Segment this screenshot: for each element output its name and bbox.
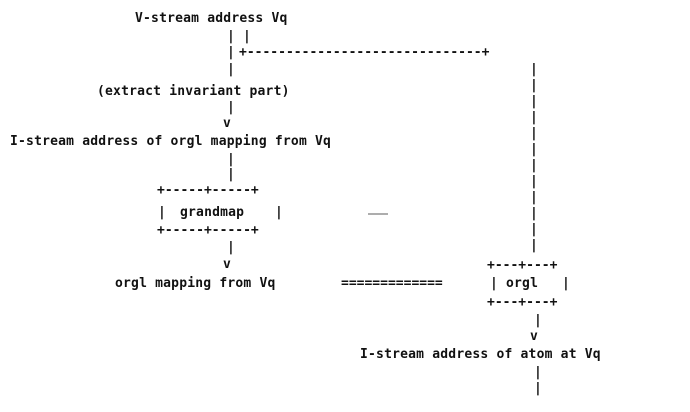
left-pipe-7: | <box>227 240 235 255</box>
scan-smudge <box>368 213 388 215</box>
right-vertical-2: | <box>530 78 538 93</box>
grandmap-box-top: +-----+-----+ <box>157 183 259 198</box>
grandmap-label: grandmap <box>180 205 245 220</box>
down-arrow-3: v <box>530 329 538 344</box>
right-vertical-6: | <box>530 142 538 157</box>
orgl-box-bottom: +---+---+ <box>487 295 558 310</box>
bottom-pipe-2: | <box>534 381 542 396</box>
down-arrow-1: v <box>223 116 231 131</box>
right-vertical-10: | <box>530 206 538 221</box>
right-vertical-7: | <box>530 158 538 173</box>
orgl-box-right-edge: | <box>562 276 570 291</box>
left-pipe-3: | <box>227 62 235 77</box>
left-pipe-1: | <box>227 29 235 44</box>
right-vertical-5: | <box>530 126 538 141</box>
orgl-box-top: +---+---+ <box>487 258 558 273</box>
left-pipe-6: | <box>227 167 235 182</box>
orgl-mapping-label: orgl mapping from Vq <box>115 276 276 291</box>
right-vertical-1: | <box>530 62 538 77</box>
orgl-down-pipe: | <box>534 313 542 328</box>
grandmap-box-bottom: +-----+-----+ <box>157 223 259 238</box>
orgl-box-left-edge: | <box>490 276 498 291</box>
right-vertical-9: | <box>530 190 538 205</box>
extract-invariant-label: (extract invariant part) <box>97 84 290 99</box>
down-arrow-2: v <box>223 257 231 272</box>
istream-orgl-label: I-stream address of orgl mapping from Vq <box>10 134 332 149</box>
right-vertical-3: | <box>530 94 538 109</box>
branch-right-line: +------------------------------+ <box>239 45 490 60</box>
left-pipe-5: | <box>227 152 235 167</box>
right-vertical-12: | <box>530 238 538 253</box>
left-pipe-4: | <box>227 100 235 115</box>
right-vertical-4: | <box>530 110 538 125</box>
right-pipe-1: | <box>243 29 251 44</box>
orgl-label: orgl <box>506 276 539 291</box>
bottom-pipe-1: | <box>534 365 542 380</box>
grandmap-box-right-edge: | <box>275 205 283 220</box>
equals-connector: ============= <box>341 276 443 291</box>
right-vertical-11: | <box>530 222 538 237</box>
vstream-address-label: V-stream address Vq <box>135 11 288 26</box>
grandmap-box-left-edge: | <box>158 205 166 220</box>
right-vertical-8: | <box>530 174 538 189</box>
istream-atom-label: I-stream address of atom at Vq <box>360 347 601 362</box>
left-pipe-2: | <box>227 45 235 60</box>
